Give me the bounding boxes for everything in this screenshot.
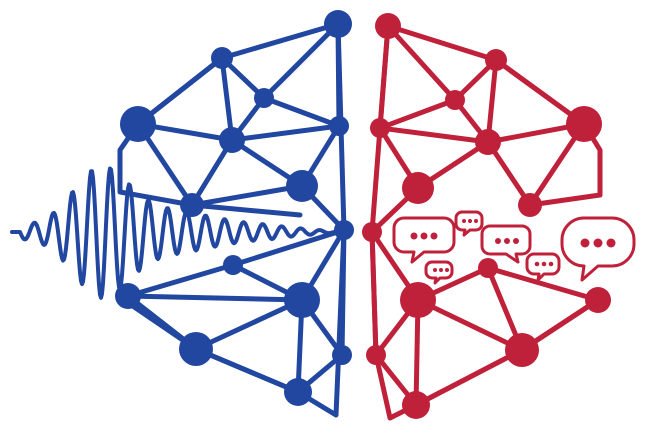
network-node [179,332,213,366]
network-node [366,345,386,365]
chat-bubble-icon [560,216,636,282]
network-node [475,129,501,155]
network-node [334,220,354,240]
network-node [286,170,318,202]
network-node [254,88,274,108]
network-node [505,333,539,367]
network-node [375,13,401,39]
network-node [400,282,436,318]
network-node [219,127,245,153]
network-node [402,172,434,204]
network-node [585,287,611,313]
network-node [284,378,312,406]
network-node [402,391,430,419]
right-hemisphere-network [362,13,636,421]
network-node [370,118,390,138]
left-upper-edges [135,21,347,233]
network-node [485,49,507,71]
chat-bubble-icon [525,252,561,282]
network-node [120,106,156,142]
chat-bubble-icon [480,224,532,264]
chat-bubble-icon [424,260,454,285]
left-hemisphere-network [10,10,354,418]
network-node [324,10,352,38]
network-node [211,47,233,69]
chat-bubble-icon [392,216,456,264]
network-node [445,90,465,110]
left-lower-edges [125,227,347,395]
network-node [284,282,320,318]
network-node [518,193,542,217]
network-node [478,258,498,278]
network-node [329,116,349,136]
right-upper-edges [369,23,587,235]
right-lower-edges [369,229,601,408]
network-node [362,222,382,242]
waveform-icon [10,166,344,300]
network-node [223,255,243,275]
network-node [332,345,352,365]
chat-bubble-icon [454,210,484,237]
network-node [566,106,602,142]
